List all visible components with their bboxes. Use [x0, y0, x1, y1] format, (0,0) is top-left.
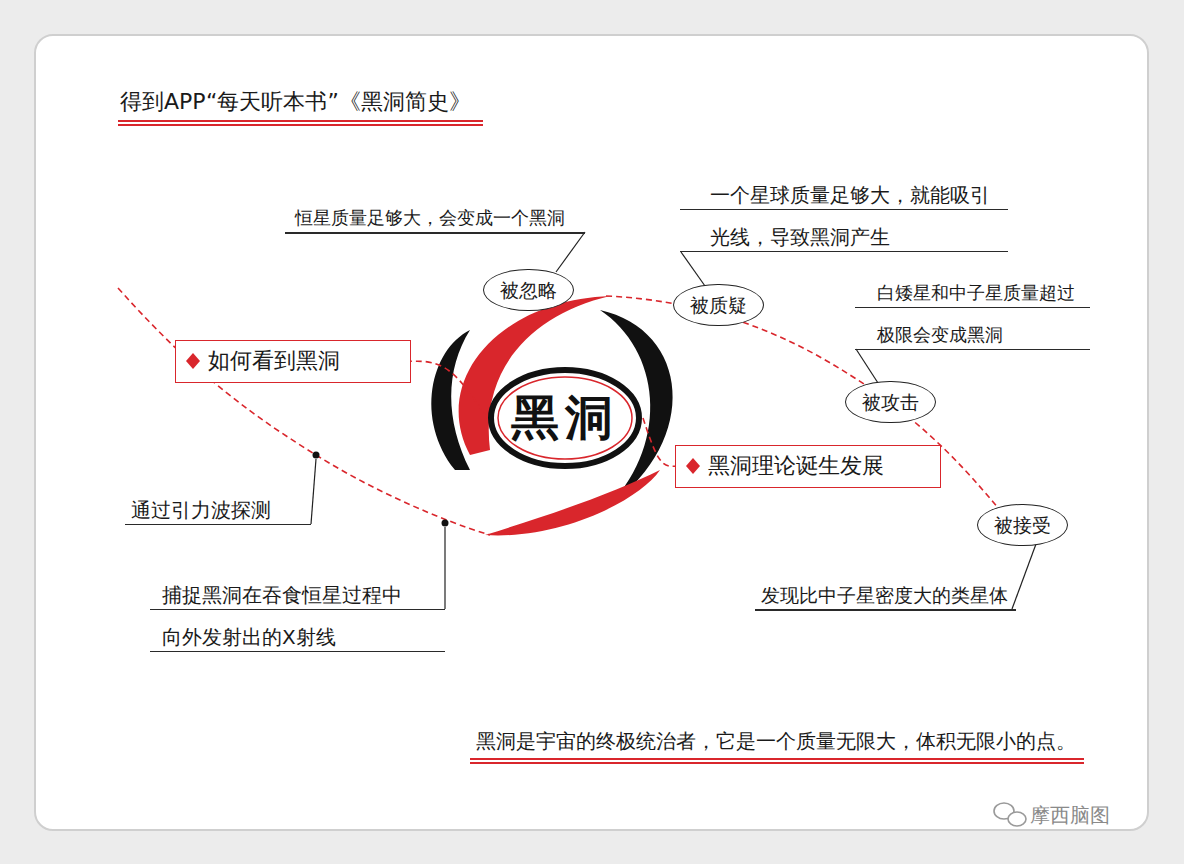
junction-dot	[442, 520, 449, 527]
branch-curve	[118, 288, 490, 535]
branch-box: 如何看到黑洞	[175, 340, 411, 383]
underlined-note: 恒星质量足够大，会变成一个黑洞	[285, 197, 585, 239]
branch-connector	[643, 418, 675, 466]
leader-line	[311, 459, 316, 524]
branch-box: 黑洞理论诞生发展	[675, 445, 941, 488]
stage-oval: 被质疑	[673, 284, 764, 327]
node-text: 黑洞	[511, 386, 619, 450]
topic-ring	[491, 370, 639, 466]
node-text: 被忽略	[500, 279, 557, 301]
node-text: 被攻击	[862, 391, 919, 413]
underlined-note: 通过引力波探测	[125, 489, 311, 531]
note-text: 捕捉黑洞在吞食恒星过程中 向外发射出的X射线	[162, 574, 410, 658]
note-text: 恒星质量足够大，会变成一个黑洞	[295, 197, 565, 239]
stage-oval: 被攻击	[845, 381, 936, 424]
note-text: 通过引力波探测	[131, 489, 271, 531]
stage-oval: 被忽略	[483, 269, 574, 312]
diamond-bullet	[686, 458, 700, 474]
topic-ring	[498, 377, 632, 459]
wechat-icon	[994, 803, 1026, 826]
note-text: 发现比中子星密度大的类星体	[761, 574, 1008, 616]
central-topic: 黑洞	[487, 366, 643, 470]
node-text: 被质疑	[690, 294, 747, 316]
swirl-black	[431, 330, 470, 470]
frame	[35, 35, 1148, 830]
watermark: 摩西脑图	[1030, 794, 1110, 836]
diamond-bullet	[186, 353, 200, 369]
junction-dot	[313, 452, 320, 459]
title: 得到APP“每天听本书”《黑洞简史》	[118, 88, 483, 126]
underlined-note: 发现比中子星密度大的类星体	[755, 574, 1016, 616]
stage-oval: 被接受	[977, 504, 1068, 547]
node-text: 被接受	[994, 514, 1051, 536]
underlined-note: 一个星球质量足够大，就能吸引 光线，导致黑洞产生	[680, 174, 1008, 258]
underlined-note: 捕捉黑洞在吞食恒星过程中 向外发射出的X射线	[150, 574, 445, 658]
node-text: 黑洞理论诞生发展	[708, 453, 884, 478]
branch-connector	[411, 361, 487, 418]
note-text: 一个星球质量足够大，就能吸引 光线，导致黑洞产生	[710, 174, 998, 258]
note-text: 白矮星和中子星质量超过 极限会变成黑洞	[877, 272, 1082, 356]
swirl-red	[485, 470, 660, 535]
diamond-bullet	[686, 458, 700, 474]
node-text: 如何看到黑洞	[208, 348, 340, 373]
watermark-text: 摩西脑图	[1030, 794, 1110, 836]
underlined-note: 白矮星和中子星质量超过 极限会变成黑洞	[855, 272, 1090, 356]
caption: 黑洞是宇宙的终极统治者，它是一个质量无限大，体积无限小的点。	[470, 728, 1084, 764]
diamond-bullet	[186, 353, 200, 369]
